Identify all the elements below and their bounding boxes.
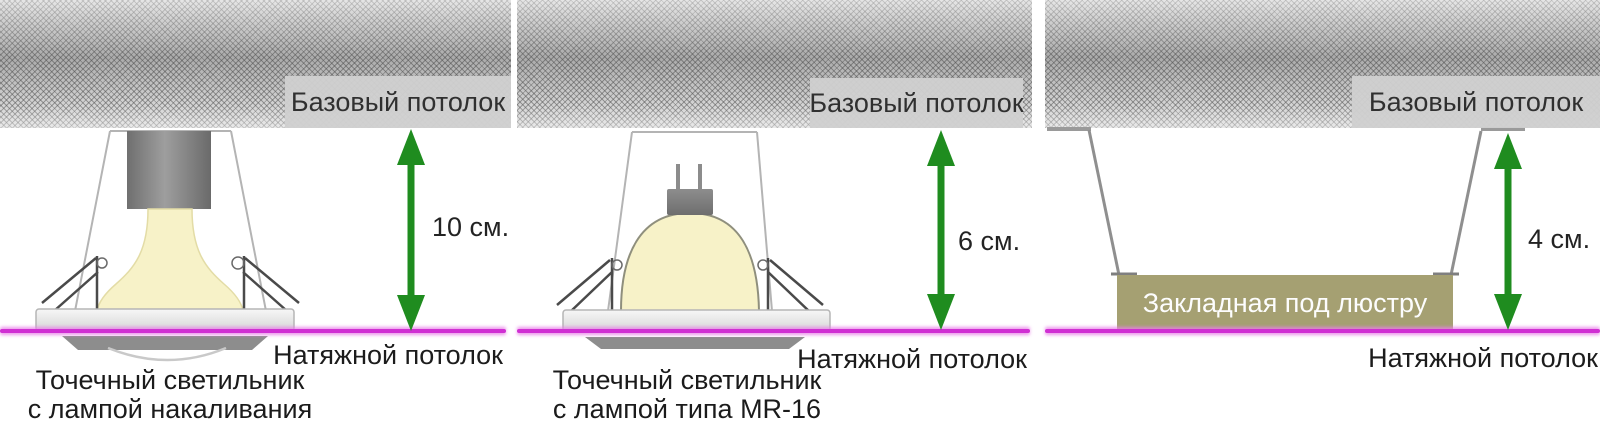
stretch-ceiling-line	[1045, 329, 1600, 333]
gap-value-label: 10 см.	[432, 212, 510, 242]
base-ceiling-label-text: Базовый потолок	[809, 87, 1024, 118]
stretch-ceiling-line	[0, 329, 506, 333]
panel-mr16: Базовый потолок	[517, 0, 1032, 424]
mounting-plate-illustration	[1047, 127, 1525, 276]
mr16-fixture-illustration	[556, 131, 831, 349]
mounting-plate: Закладная под люстру	[1117, 275, 1453, 331]
arrow-shaft	[937, 158, 945, 302]
mounting-plate-label: Закладная под люстру	[1142, 287, 1428, 318]
stretch-ceiling-line	[517, 329, 1030, 333]
base-ceiling-label-text: Базовый потолок	[290, 86, 506, 117]
arrow-down-head	[397, 295, 425, 331]
gap-measure-arrow-icon	[1494, 133, 1522, 330]
base-ceiling-label: Базовый потолок	[1352, 76, 1600, 128]
arrow-shaft	[1504, 161, 1512, 302]
gap-measure-arrow-icon	[397, 129, 425, 331]
fixture-caption-line2: с лампой типа MR-16	[552, 394, 822, 424]
panel-incandescent: Базовый потолок	[0, 0, 511, 424]
fixture-caption: Точечный светильник с лампой накаливания	[20, 366, 320, 424]
base-ceiling-label: Базовый потолок	[285, 76, 511, 128]
arrow-down-head	[1494, 294, 1522, 330]
fixture-caption-line2: с лампой накаливания	[27, 394, 313, 424]
stretch-ceiling-label: Натяжной потолок	[1368, 343, 1598, 373]
panel-chandelier-mount: Базовый потолок Закладная под люстру 4 с…	[1045, 0, 1600, 424]
stretch-ceiling-label: Натяжной потолок	[797, 344, 1027, 374]
base-ceiling-label-text: Базовый потолок	[1368, 86, 1584, 117]
gap-value-label: 6 см.	[958, 226, 1021, 256]
base-ceiling-label: Базовый потолок	[809, 78, 1024, 128]
fixture-caption: Точечный светильник с лампой типа MR-16	[537, 366, 837, 424]
stretch-ceiling-label: Натяжной потолок	[273, 340, 503, 370]
arrow-shaft	[407, 157, 415, 303]
base-ceiling-hatch	[0, 0, 511, 128]
gap-value-label: 4 см.	[1528, 224, 1591, 254]
arrow-down-head	[927, 294, 955, 330]
fixture-caption-line1: Точечный светильник	[552, 365, 822, 395]
incandescent-fixture-illustration	[35, 130, 300, 362]
gap-measure-arrow-icon	[927, 130, 955, 330]
fixture-caption-line1: Точечный светильник	[35, 365, 305, 395]
